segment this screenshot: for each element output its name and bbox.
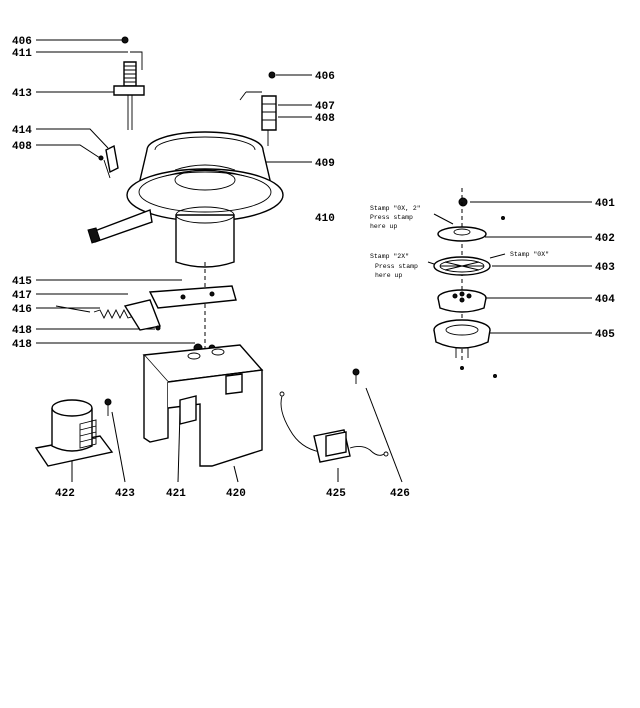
label-413: 413 <box>12 88 32 100</box>
note-stamp-0x: Stamp "0X" <box>510 251 549 258</box>
solenoid-assembly-413 <box>113 36 145 130</box>
label-408-right: 408 <box>315 113 335 125</box>
label-417: 417 <box>12 290 32 302</box>
bowl-409 <box>87 131 284 350</box>
agitator-stack-401-405 <box>433 188 491 360</box>
label-408-left: 408 <box>12 141 32 153</box>
label-403: 403 <box>595 262 615 274</box>
note-here-up-1: here up <box>370 223 397 230</box>
screw-426 <box>352 368 360 384</box>
screw-423 <box>104 398 112 416</box>
label-406-right: 406 <box>315 71 335 83</box>
leader-lines <box>36 39 592 483</box>
label-411: 411 <box>12 48 32 60</box>
label-414: 414 <box>12 125 32 137</box>
label-420: 420 <box>226 488 246 500</box>
label-409: 409 <box>315 158 335 170</box>
label-423: 423 <box>115 488 135 500</box>
label-401: 401 <box>595 198 615 210</box>
label-425: 425 <box>326 488 346 500</box>
bracket-415 <box>55 285 237 331</box>
note-stamp-0x2: Stamp "0X, 2" <box>370 205 421 212</box>
note-press-stamp-1: Press stamp <box>370 214 413 221</box>
base-frame-420 <box>142 343 264 467</box>
mark-dot <box>460 366 464 370</box>
label-406-top: 406 <box>12 36 32 48</box>
label-422: 422 <box>55 488 75 500</box>
label-426: 426 <box>390 488 410 500</box>
label-418-upper: 418 <box>12 325 32 337</box>
note-press-stamp-2: Press stamp <box>375 263 418 270</box>
mark-dot <box>501 216 505 220</box>
label-402: 402 <box>595 233 615 245</box>
label-418-lower: 418 <box>12 339 32 351</box>
switch-407 <box>239 71 277 146</box>
label-416: 416 <box>12 304 32 316</box>
note-stamp-2x: Stamp "2X" <box>370 253 409 260</box>
note-here-up-2: here up <box>375 272 402 279</box>
clip-414 <box>98 144 119 179</box>
motor-422 <box>34 399 114 467</box>
solenoid-425 <box>279 391 389 463</box>
label-407: 407 <box>315 101 335 113</box>
label-410: 410 <box>315 213 335 225</box>
label-404: 404 <box>595 294 615 306</box>
label-405: 405 <box>595 329 615 341</box>
label-415: 415 <box>12 276 32 288</box>
mark-dot <box>493 374 497 378</box>
label-421: 421 <box>166 488 186 500</box>
